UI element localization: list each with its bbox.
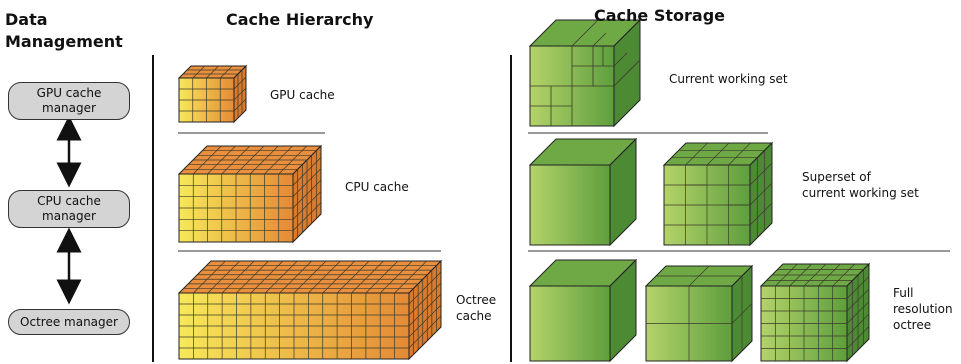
superset-cube-1 [528, 137, 638, 247]
full-res-cube-2 [644, 264, 754, 363]
label-current-working-set: Current working set [669, 72, 788, 86]
label-octree-cache-line1: Octree [456, 293, 497, 307]
heading-data-management-line2: Management [5, 32, 123, 51]
cpu-cache-manager: CPU cache manager [8, 190, 130, 228]
cpu-manager-line1: CPU cache [37, 194, 101, 208]
working-set-cube [528, 18, 642, 128]
label-superset-line2: current working set [802, 186, 919, 200]
cpu-manager-line2: manager [42, 209, 96, 223]
full-res-cube-1 [528, 258, 638, 363]
label-superset-line1: Superset of [802, 170, 871, 184]
gpu-cache-manager: GPU cache manager [8, 82, 130, 120]
heading-cache-storage: Cache Storage [594, 6, 725, 25]
heading-cache-hierarchy: Cache Hierarchy [226, 10, 374, 29]
heading-data-management-line1: Data [5, 10, 48, 29]
label-octree-cache-line2: cache [456, 309, 492, 323]
label-full-resolution-line3: octree [893, 318, 932, 332]
gpu-manager-line2: manager [42, 101, 96, 115]
gpu-manager-line1: GPU cache [36, 86, 102, 100]
gpu-cache-cube [177, 64, 248, 124]
octree-cache-cube [177, 259, 443, 361]
label-full-resolution-line1: Full [893, 286, 914, 300]
octree-manager: Octree manager [8, 309, 130, 335]
label-full-resolution-line2: resolution [893, 302, 953, 316]
cpu-cache-cube [177, 144, 323, 244]
label-gpu-cache: GPU cache [270, 88, 335, 102]
label-cpu-cache: CPU cache [345, 180, 409, 194]
superset-cube-2 [662, 141, 774, 247]
octree-manager-label: Octree manager [20, 314, 118, 329]
full-res-cube-3 [759, 262, 871, 363]
